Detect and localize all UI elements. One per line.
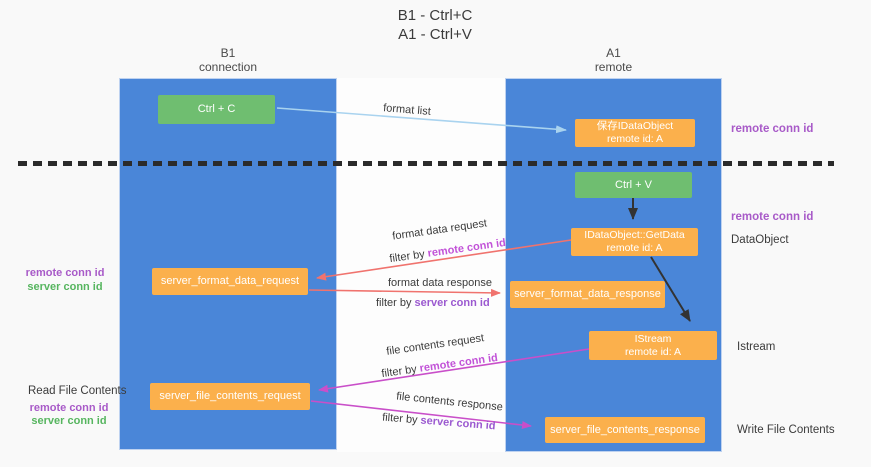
node-getdata-line1: IDataObject::GetData [584,229,685,241]
node-save-idataobject-line2: remote id: A [606,133,664,145]
label-format-data-response: format data response [388,277,492,289]
lane-a1-name: A1 [606,46,621,60]
arrow-file-contents-request [318,348,590,393]
node-save-idataobject: 保存IDataObject remote id: A [575,119,695,147]
node-idataobject-getdata: IDataObject::GetData remote id: A [571,228,698,256]
node-server-file-contents-response: server_file_contents_response [545,417,705,443]
dashed-divider [18,161,834,166]
lane-b1-name: B1 [220,46,236,60]
node-server-file-contents-request: server_file_contents_request [150,383,310,410]
label-server-conn-id-bottom-left: server conn id [31,415,107,427]
arrow-format-list [276,107,567,134]
arrow-format-data-request [316,239,572,281]
node-server-file-contents-request-label: server_file_contents_request [159,390,301,402]
label-server-conn-id-mid-left: server conn id [27,281,103,293]
label-remote-conn-id-mid-right: remote conn id [731,211,814,223]
label-istream: Istream [737,341,776,353]
lane-header-a1: A1 remote [505,46,722,74]
diagram-title: B1 - Ctrl+C A1 - Ctrl+V [345,6,525,44]
node-server-format-data-response-label: server_format_data_response [514,288,661,300]
label-remote-conn-id-mid-left: remote conn id [25,267,105,279]
filter-server-conn-id: server conn id [414,297,490,309]
node-istream-line2: remote id: A [624,345,682,358]
filter-by-text: filter by [376,297,412,309]
lane-b1-role: connection [198,60,258,74]
title-line-2: A1 - Ctrl+V [398,26,472,43]
node-getdata-line2: remote id: A [606,242,663,254]
label-remote-conn-id-top-right: remote conn id [731,123,814,135]
title-line-1: B1 - Ctrl+C [397,7,473,24]
label-dataobject: DataObject [731,234,789,246]
node-ctrl-c-label: Ctrl + C [197,103,236,115]
node-server-format-data-request: server_format_data_request [152,268,308,295]
node-istream-line1: IStream [634,332,672,345]
label-conn-ids-mid-left: remote conn id server conn id [22,266,108,294]
node-server-format-data-request-label: server_format_data_request [160,275,300,287]
label-remote-conn-id-bottom-left: remote conn id [29,402,109,414]
lane-a1-role: remote [594,60,633,74]
arrow-format-data-response [308,288,501,297]
node-ctrl-v-label: Ctrl + V [615,178,652,191]
arrow-getdata-to-istream [650,256,691,322]
label-read-file-contents: Read File Contents [28,385,127,397]
label-write-file-contents: Write File Contents [737,424,835,436]
node-server-format-data-response: server_format_data_response [510,281,665,308]
node-istream: IStream remote id: A [589,331,717,360]
label-conn-ids-bottom-left: remote conn id server conn id [26,402,112,428]
node-save-idataobject-line1: 保存IDataObject [596,120,674,132]
lane-gap-panel [337,78,505,452]
node-server-file-contents-response-label: server_file_contents_response [550,423,700,436]
lane-header-b1: B1 connection [119,46,337,74]
node-ctrl-v: Ctrl + V [575,172,692,198]
node-ctrl-c: Ctrl + C [158,95,275,124]
arrow-file-contents-response [310,400,532,429]
